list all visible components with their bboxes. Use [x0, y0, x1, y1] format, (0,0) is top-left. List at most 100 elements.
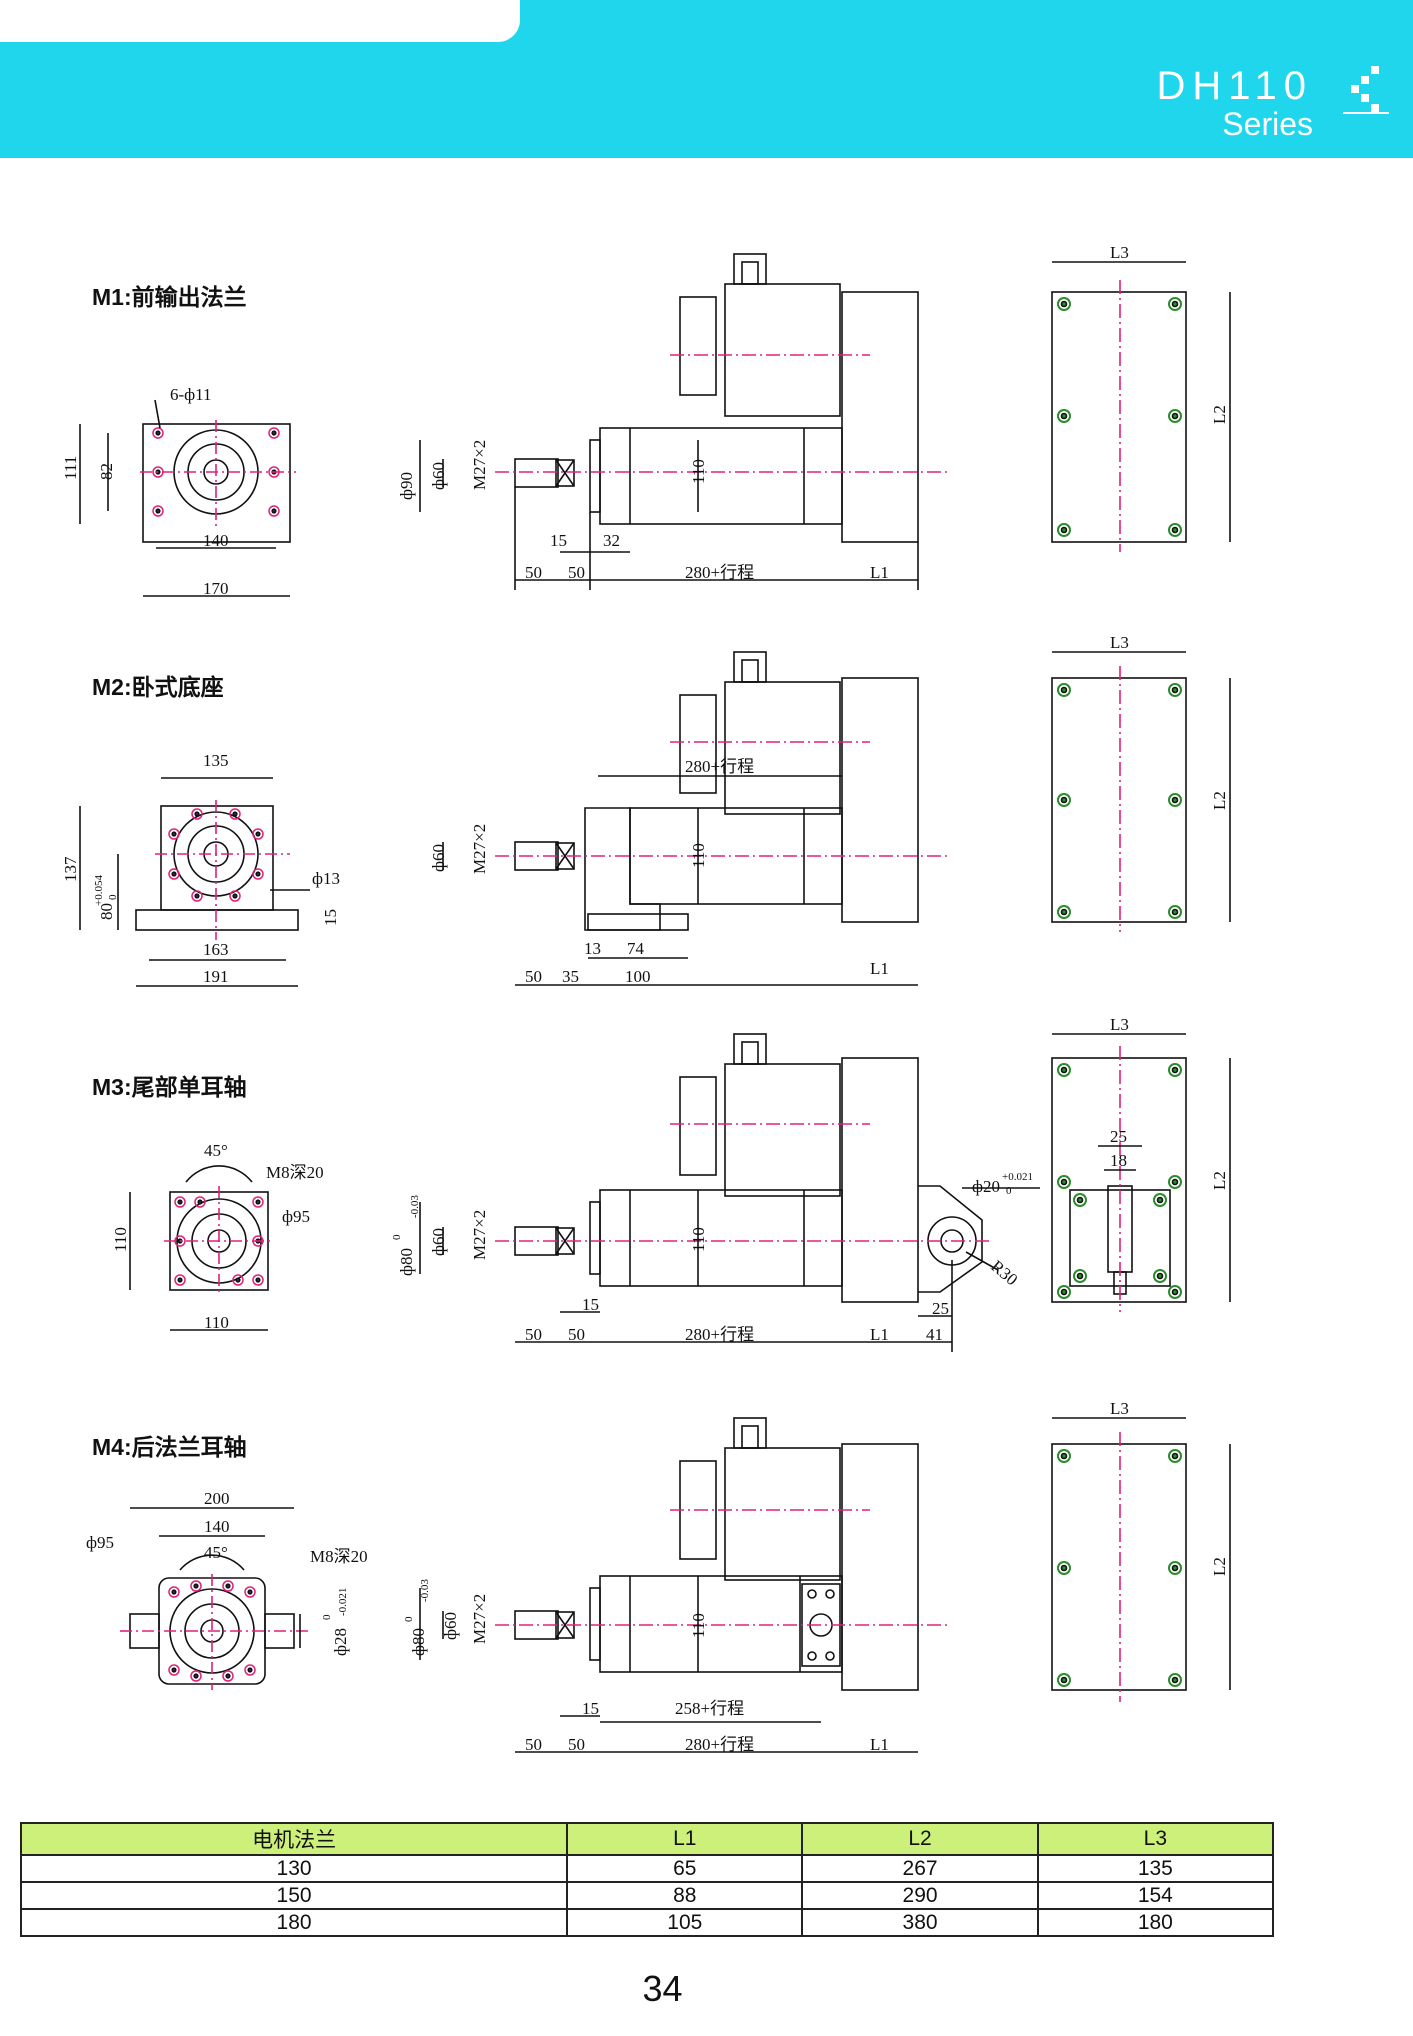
svg-text:41: 41 [926, 1325, 943, 1344]
svg-text:M27×2: M27×2 [470, 1594, 489, 1644]
table-cell: 267 [801, 1854, 1039, 1883]
svg-text:+0.054: +0.054 [93, 875, 105, 906]
svg-text:280+行程: 280+行程 [685, 757, 754, 776]
svg-text:L2: L2 [1210, 405, 1229, 424]
svg-text:110: 110 [689, 459, 708, 484]
svg-text:M27×2: M27×2 [470, 440, 489, 490]
table-cell: 135 [1036, 1854, 1275, 1883]
svg-text:-0.021: -0.021 [337, 1588, 349, 1616]
m2-side-view [442, 651, 950, 986]
table-header-row: 电机法兰 L1 L2 L3 [19, 1822, 1275, 1856]
svg-text:M8深20: M8深20 [310, 1547, 368, 1566]
svg-text:ф20: ф20 [972, 1177, 1000, 1196]
svg-text:50: 50 [525, 1735, 542, 1754]
svg-text:L1: L1 [870, 959, 889, 978]
svg-text:25: 25 [932, 1299, 949, 1318]
svg-text:18: 18 [1110, 1151, 1127, 1170]
table-row: 130 65 267 135 [19, 1854, 1275, 1883]
technical-drawings: 6-ф11 111 82 140 170 ф90 ф60 M27×2 110 1… [61, 243, 1231, 1754]
svg-text:110: 110 [204, 1313, 229, 1332]
svg-text:M27×2: M27×2 [470, 1210, 489, 1260]
svg-text:32: 32 [603, 531, 620, 550]
svg-text:15: 15 [582, 1699, 599, 1718]
table-cell: 180 [1036, 1908, 1275, 1937]
svg-text:L3: L3 [1110, 633, 1129, 652]
svg-text:M8深20: M8深20 [266, 1163, 324, 1182]
svg-text:0: 0 [403, 1616, 415, 1622]
table-cell: 380 [801, 1908, 1039, 1937]
svg-text:L2: L2 [1210, 791, 1229, 810]
svg-text:L3: L3 [1110, 1399, 1129, 1418]
svg-text:ф95: ф95 [282, 1207, 310, 1226]
table-row: 150 88 290 154 [19, 1881, 1275, 1910]
series-subtitle: Series [1222, 106, 1313, 142]
series-title: DH110 [1156, 64, 1313, 108]
section-title-m1: M1:前输出法兰 [92, 284, 247, 310]
svg-text:100: 100 [625, 967, 651, 986]
svg-text:280+行程: 280+行程 [685, 1735, 754, 1754]
table-cell: 130 [19, 1854, 569, 1883]
svg-text:ф60: ф60 [429, 1228, 448, 1256]
brand-underline [1343, 112, 1389, 114]
svg-text:L1: L1 [870, 1735, 889, 1754]
m4-dimensions: 200 140 45° ф95 M8深20 ф28 0 -0.021 ф80 0… [86, 1399, 1229, 1754]
svg-text:M27×2: M27×2 [470, 824, 489, 874]
svg-text:135: 135 [203, 751, 229, 770]
table-row: 180 105 380 180 [19, 1908, 1275, 1937]
table-header: L3 [1036, 1822, 1275, 1856]
m4-side-view [419, 1417, 950, 1753]
table-header: L1 [566, 1822, 804, 1856]
table-cell: 65 [566, 1854, 804, 1883]
table-cell: 105 [566, 1908, 804, 1937]
svg-text:ф80: ф80 [397, 1248, 416, 1276]
svg-text:280+行程: 280+行程 [685, 563, 754, 582]
m4-top-view [1051, 1417, 1231, 1702]
section-title-m3: M3:尾部单耳轴 [92, 1074, 247, 1100]
page-number: 34 [642, 1968, 683, 2009]
svg-text:50: 50 [568, 563, 585, 582]
svg-text:ф60: ф60 [429, 844, 448, 872]
svg-text:ф60: ф60 [441, 1612, 460, 1640]
svg-text:ф28: ф28 [331, 1628, 350, 1656]
svg-text:50: 50 [525, 563, 542, 582]
svg-text:191: 191 [203, 967, 229, 986]
table-header: 电机法兰 [19, 1822, 569, 1856]
table-header: L2 [801, 1822, 1039, 1856]
m1-top-view [1051, 261, 1231, 552]
svg-text:140: 140 [204, 1517, 230, 1536]
svg-text:50: 50 [525, 967, 542, 986]
svg-text:45°: 45° [204, 1543, 228, 1562]
svg-text:280+行程: 280+行程 [685, 1325, 754, 1344]
svg-text:200: 200 [204, 1489, 230, 1508]
table-cell: 154 [1036, 1881, 1275, 1910]
svg-text:+0.021: +0.021 [1002, 1171, 1033, 1183]
m3-top-view [1051, 1033, 1231, 1312]
table-cell: 290 [801, 1881, 1039, 1910]
m3-side-view [419, 1033, 1040, 1352]
svg-text:R30: R30 [987, 1257, 1021, 1290]
svg-text:25: 25 [1110, 1127, 1127, 1146]
m1-front-view [79, 399, 296, 597]
svg-text:ф13: ф13 [312, 869, 340, 888]
svg-text:ф60: ф60 [429, 462, 448, 490]
svg-text:163: 163 [203, 940, 229, 959]
svg-text:137: 137 [61, 856, 80, 882]
svg-text:L2: L2 [1210, 1171, 1229, 1190]
svg-text:15: 15 [550, 531, 567, 550]
svg-text:140: 140 [203, 531, 229, 550]
svg-text:15: 15 [321, 909, 340, 926]
svg-text:13: 13 [584, 939, 601, 958]
spec-table: 电机法兰 L1 L2 L3 130 65 267 135 150 88 290 … [19, 1822, 1275, 1937]
m2-top-view [1051, 651, 1231, 932]
svg-text:50: 50 [568, 1735, 585, 1754]
svg-text:50: 50 [568, 1325, 585, 1344]
svg-text:0: 0 [107, 894, 119, 900]
header-banner: DH110 Series [0, 0, 1413, 158]
m2-dimensions: 135 137 80 +0.054 0 ф13 15 163 191 280+行… [61, 633, 1229, 986]
svg-text:ф95: ф95 [86, 1533, 114, 1552]
svg-text:110: 110 [689, 843, 708, 868]
svg-text:L3: L3 [1110, 1015, 1129, 1034]
svg-text:L1: L1 [870, 563, 889, 582]
svg-text:-0.03: -0.03 [419, 1579, 431, 1602]
m4-front-view [120, 1507, 310, 1690]
